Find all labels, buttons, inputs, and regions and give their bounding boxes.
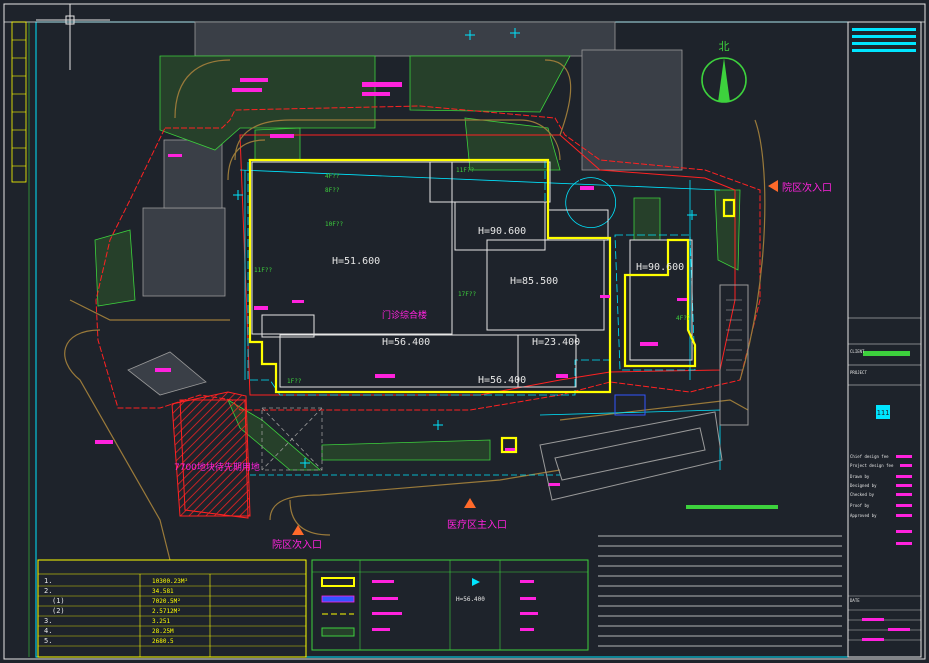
building-name: 门诊综合楼 (382, 309, 427, 321)
roads (64, 59, 766, 561)
floor-labels: 4F?? 8F?? 10F?? 11F?? 11F?? 17F?? 1F?? 4… (254, 167, 691, 385)
svg-text:8F??: 8F?? (325, 187, 340, 194)
entrance-label: 院区次入口 (782, 181, 832, 194)
legend-row-num: 5. (44, 637, 52, 645)
svg-text:10F??: 10F?? (325, 221, 343, 228)
legend-row-value: 3.251 (152, 618, 170, 625)
entrance-east[interactable]: 院区次入口 (768, 180, 832, 194)
north-arrow[interactable]: 北 (701, 40, 747, 103)
legend-row-value: 2680.5 (152, 638, 174, 645)
grid-markers (233, 28, 697, 468)
svg-text:4F??: 4F?? (676, 315, 691, 322)
notes-area (598, 535, 842, 647)
reserved-plot (171, 391, 251, 517)
legend-row-value: 10300.23M² (152, 578, 188, 585)
height-label: H=90.600 (636, 262, 684, 273)
north-label: 北 (719, 40, 730, 53)
legend-row-num: 1. (44, 577, 52, 585)
building-masses (251, 161, 693, 388)
svg-text:DATE: DATE (850, 598, 860, 603)
svg-text:Checked by: Checked by (850, 492, 875, 497)
landscape-green (94, 55, 741, 471)
height-label: H=90.600 (478, 226, 526, 237)
legend-row-value: 7020.5M² (152, 598, 181, 605)
height-label: H=56.400 (382, 337, 430, 348)
svg-text:Drawn by: Drawn by (850, 474, 870, 479)
height-label: H=51.600 (332, 256, 380, 267)
site-markers (95, 78, 687, 486)
height-labels: H=51.600 H=90.600 H=85.500 H=90.600 H=56… (332, 226, 684, 386)
legend-row-num: (2) (52, 607, 65, 615)
legend-row-value: 2.5712M² (152, 608, 181, 615)
plot-label: 7700地块待先期用地 (174, 461, 260, 473)
legend-table: 1. 2. (1) (2) 3. 4. 5. 10300.23M² 34.581… (37, 559, 307, 658)
legend-row-value: 28.25M (152, 628, 174, 635)
binding-strip (11, 21, 30, 657)
entrance-label: 院区次入口 (272, 538, 322, 551)
legend-row-num: 3. (44, 617, 52, 625)
entrance-south[interactable]: 医疗区主入口 (447, 498, 507, 531)
svg-text:11F??: 11F?? (254, 267, 272, 274)
cad-crosshair (36, 4, 110, 70)
entrance-arrow-icon (464, 498, 476, 508)
svg-text:Proof by: Proof by (850, 503, 870, 508)
entrance-label: 医疗区主入口 (447, 518, 507, 531)
svg-text:17F??: 17F?? (458, 291, 476, 298)
scale-bar (686, 505, 778, 509)
legend-row-num: (1) (52, 597, 65, 605)
height-label: H=23.400 (532, 337, 580, 348)
legend-row-num: 2. (44, 587, 52, 595)
symbol-legend: H=56.400 (311, 559, 589, 651)
svg-text:Project design fee: Project design fee (850, 463, 894, 468)
legend-row-num: 4. (44, 627, 52, 635)
north-arrow-pointer (718, 58, 730, 102)
parking-structure (539, 284, 749, 501)
title-block: CLIENT PROJECT 111 Chief design fee Proj… (847, 21, 922, 658)
svg-text:Approved by: Approved by (850, 513, 877, 518)
service-road (261, 407, 323, 471)
svg-text:CLIENT: CLIENT (850, 349, 865, 354)
entrance-arrow-icon (768, 180, 778, 192)
height-label: H=85.500 (510, 276, 558, 287)
entrance-southwest[interactable]: 院区次入口 (272, 525, 322, 551)
main-building-outline (248, 158, 736, 454)
existing-buildings (127, 21, 683, 396)
entrance-arrow-icon (292, 525, 304, 535)
svg-text:4F??: 4F?? (325, 173, 340, 180)
svg-text:PROJECT: PROJECT (850, 370, 867, 375)
svg-text:Designed by: Designed by (850, 483, 877, 488)
svg-text:11F??: 11F?? (456, 167, 474, 174)
svg-text:1F??: 1F?? (287, 378, 302, 385)
height-label: H=56.400 (478, 375, 526, 386)
legend-height-sample: H=56.400 (456, 596, 485, 603)
company-logo (876, 405, 890, 419)
legend-row-value: 34.581 (152, 588, 174, 595)
svg-text:111: 111 (877, 409, 890, 417)
svg-text:Chief design fee: Chief design fee (850, 454, 889, 459)
